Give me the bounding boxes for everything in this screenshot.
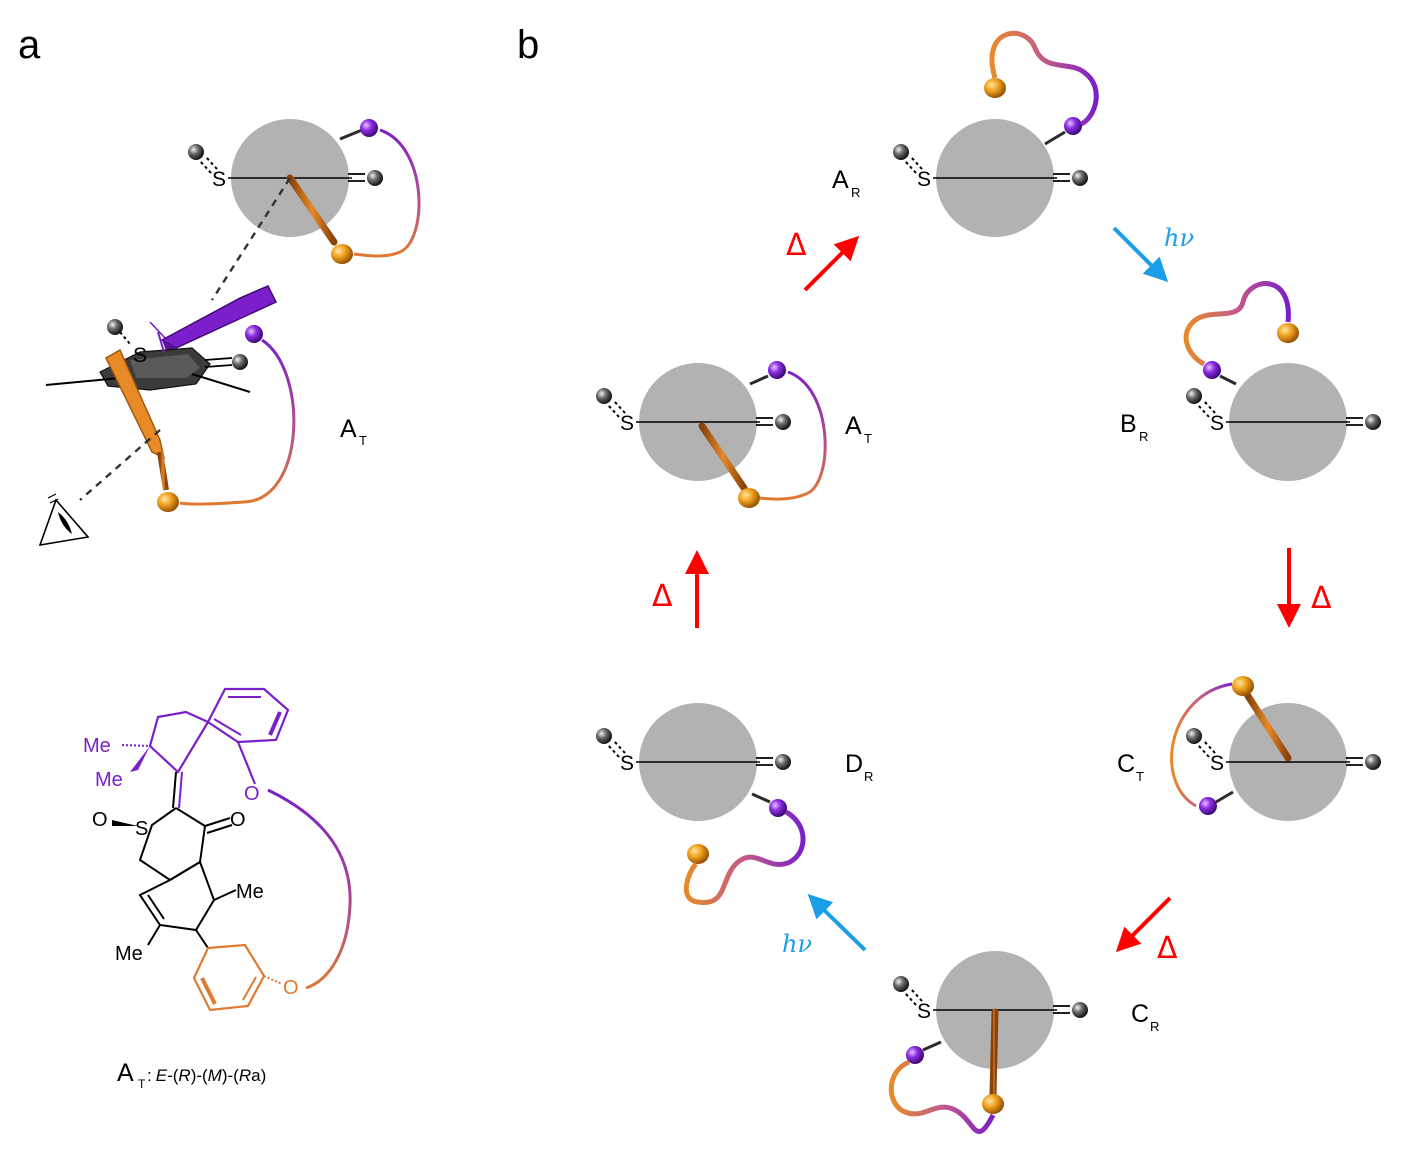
state-label-a-r: A R (832, 166, 860, 200)
svg-text:S: S (917, 168, 931, 191)
svg-text:A: A (117, 1059, 134, 1087)
svg-text:R: R (864, 769, 873, 784)
state-label-c-r: C R (1131, 1000, 1159, 1034)
state-label-d-r: D R (845, 750, 873, 784)
sulfoxide-o-label: O (92, 809, 108, 831)
svg-text:Δ: Δ (786, 228, 807, 263)
svg-text:Δ: Δ (652, 579, 673, 614)
state-label-c-t: C T (1117, 750, 1144, 784)
me-top-label: Me (83, 735, 111, 757)
svg-text:S: S (620, 412, 634, 435)
state-label-a-t: A T (845, 412, 872, 446)
svg-text:S: S (620, 752, 634, 775)
panel-a-projection: S (187, 118, 421, 264)
svg-text:C: C (1117, 750, 1135, 778)
svg-text:T: T (864, 431, 872, 446)
ring-o-label: O (244, 783, 260, 805)
projection-a-t: S (595, 361, 827, 508)
svg-text:D: D (845, 750, 863, 778)
state-label-b-r: B R (1120, 410, 1148, 444)
panel-label-a: a (18, 23, 41, 67)
svg-text:S: S (1210, 752, 1224, 775)
structure-caption: A T :E-(R)-(M)-(Ra) (117, 1059, 266, 1091)
svg-text:R: R (851, 185, 860, 200)
view-axis-bottom (79, 429, 161, 501)
projection-a-r: S (892, 30, 1099, 238)
svg-text:C: C (1131, 1000, 1149, 1028)
projection-c-t: S (1170, 676, 1382, 822)
view-axis-top (210, 177, 292, 301)
me-right-label: Me (236, 881, 264, 903)
purple-ball-icon (360, 119, 378, 137)
svg-text:B: B (1120, 410, 1137, 438)
projection-c-r: S (888, 950, 1089, 1134)
svg-text:A: A (845, 412, 862, 440)
projection-b-r: S (1183, 281, 1382, 482)
thermal-arrow-a-t-to-a-r: Δ (786, 228, 860, 292)
ketone-o-label: O (230, 809, 246, 831)
thermal-arrow-d-r-to-a-t: Δ (652, 550, 709, 628)
svg-text:T: T (359, 433, 367, 448)
photo-arrow-a-r-to-b-r: hν (1112, 224, 1194, 283)
sulfur-label: S (212, 168, 226, 191)
eye-icon (38, 493, 90, 547)
sulfur-struct-label: S (135, 818, 148, 840)
ether-o-label: O (283, 977, 299, 999)
me-bottom-label: Me (95, 769, 123, 791)
svg-text:S: S (917, 1000, 931, 1023)
svg-text:Δ: Δ (1311, 581, 1332, 616)
photo-arrow-c-r-to-d-r: hν (782, 894, 867, 958)
svg-text:A: A (832, 166, 849, 194)
panel-a-3d-model: S (45, 285, 296, 512)
state-label-a-t-panel-a: A T (340, 415, 367, 448)
orange-ball-icon (331, 244, 353, 264)
svg-text:T: T (1136, 769, 1144, 784)
sulfur-label-3d: S (133, 344, 147, 367)
svg-text:R: R (1139, 429, 1148, 444)
chemical-structure: O Me Me S O O Me Me O (83, 687, 352, 1012)
svg-text:hν: hν (1164, 224, 1194, 252)
panel-label-b: b (517, 23, 539, 67)
svg-text::E-(R)-(M)-(Ra): :E-(R)-(M)-(Ra) (147, 1066, 266, 1085)
thermal-arrow-b-r-to-c-t: Δ (1277, 548, 1332, 628)
svg-text:Δ: Δ (1157, 931, 1178, 966)
svg-text:hν: hν (782, 930, 812, 958)
svg-text:R: R (1150, 1019, 1159, 1034)
thermal-arrow-c-t-to-c-r: Δ (1115, 896, 1178, 966)
svg-text:S: S (1210, 412, 1224, 435)
svg-text:A: A (340, 415, 357, 443)
svg-text:T: T (138, 1077, 146, 1091)
me-left-label: Me (115, 943, 143, 965)
projection-d-r: S (595, 702, 806, 905)
